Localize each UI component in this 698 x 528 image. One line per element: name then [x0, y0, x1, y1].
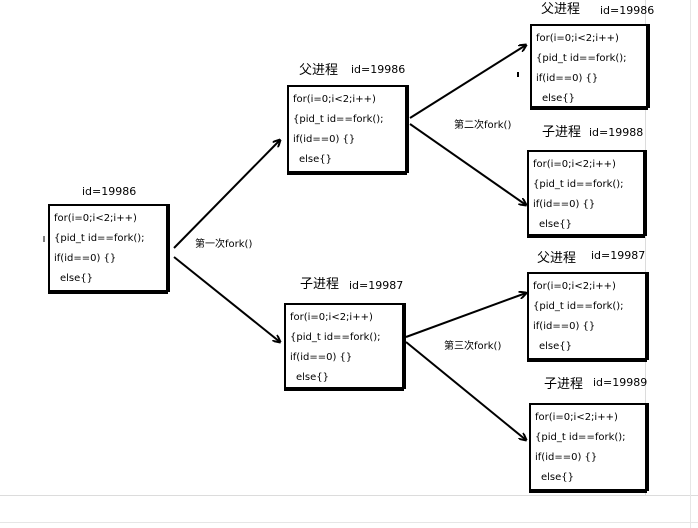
- c1-role-label: 子进程: [300, 277, 340, 292]
- edge-child-to-parent: [405, 293, 526, 338]
- frame-line-horizontal-outer: [0, 522, 698, 523]
- p1-role-label: 父进程: [299, 63, 339, 78]
- p1p-id-label: id=19986: [600, 4, 655, 17]
- code-line: {pid_t id==fork();: [54, 233, 145, 244]
- p1c-process-box: for(i=0;i<2;i++) {pid_t id==fork(); if(i…: [527, 150, 647, 238]
- p1-id-label: id=19986: [351, 63, 406, 76]
- c1p-role-label: 父进程: [537, 251, 577, 266]
- c1c-process-box: for(i=0;i<2;i++) {pid_t id==fork(); if(i…: [529, 403, 649, 493]
- code-line: {pid_t id==fork();: [533, 301, 624, 312]
- c1-id-label: id=19987: [349, 279, 404, 292]
- fork1-label: 第一次fork(): [195, 239, 253, 250]
- code-line: {pid_t id==fork();: [536, 53, 627, 64]
- frame-line-vertical-outer: [690, 0, 691, 528]
- p1p-role-label: 父进程: [541, 2, 581, 17]
- code-line: {pid_t id==fork();: [533, 179, 624, 190]
- fork2-label: 第二次fork(): [454, 120, 512, 131]
- c1-process-box: for(i=0;i<2;i++) {pid_t id==fork(); if(i…: [284, 303, 406, 391]
- fork3-label: 第三次fork(): [444, 341, 502, 352]
- code-line: for(i=0;i<2;i++): [293, 94, 376, 105]
- code-line: if(id==0) {}: [533, 199, 596, 210]
- c1c-id-label: id=19989: [593, 376, 648, 389]
- frame-line-vertical: [645, 0, 646, 495]
- code-line: if(id==0) {}: [290, 352, 353, 363]
- edge-parent-to-parent: [409, 45, 526, 119]
- p1c-id-label: id=19988: [589, 126, 644, 139]
- code-line: {pid_t id==fork();: [535, 432, 626, 443]
- p1-process-box: for(i=0;i<2;i++) {pid_t id==fork(); if(i…: [287, 85, 409, 175]
- code-line: {pid_t id==fork();: [293, 114, 384, 125]
- code-line: else{}: [60, 273, 94, 284]
- edge-parent-to-child: [409, 123, 526, 205]
- root-process-box: for(i=0;i<2;i++) {pid_t id==fork(); if(i…: [48, 204, 170, 294]
- code-line: for(i=0;i<2;i++): [533, 281, 616, 292]
- code-line: else{}: [296, 372, 330, 383]
- code-line: if(id==0) {}: [535, 452, 598, 463]
- code-line: else{}: [539, 341, 573, 352]
- code-line: for(i=0;i<2;i++): [535, 412, 618, 423]
- code-line: for(i=0;i<2;i++): [533, 159, 616, 170]
- code-line: if(id==0) {}: [536, 73, 599, 84]
- p1p-process-box: for(i=0;i<2;i++) {pid_t id==fork(); if(i…: [530, 24, 650, 110]
- code-line: {pid_t id==fork();: [290, 332, 381, 343]
- code-line: for(i=0;i<2;i++): [536, 33, 619, 44]
- c1p-id-label: id=19987: [591, 249, 646, 262]
- frame-line-horizontal: [0, 495, 698, 496]
- code-line: else{}: [299, 154, 333, 165]
- code-line: else{}: [542, 93, 576, 104]
- code-line: if(id==0) {}: [533, 321, 596, 332]
- edge-child-to-child: [405, 341, 526, 440]
- c1p-process-box: for(i=0;i<2;i++) {pid_t id==fork(); if(i…: [527, 272, 649, 362]
- code-line: else{}: [541, 472, 575, 483]
- p1c-role-label: 子进程: [542, 125, 582, 140]
- code-line: for(i=0;i<2;i++): [290, 312, 373, 323]
- code-line: if(id==0) {}: [293, 134, 356, 145]
- code-line: else{}: [539, 219, 573, 230]
- c1c-role-label: 子进程: [544, 377, 584, 392]
- code-line: for(i=0;i<2;i++): [54, 213, 137, 224]
- code-line: if(id==0) {}: [54, 253, 117, 264]
- root-id-label: id=19986: [82, 185, 137, 198]
- edge-root-to-parent: [173, 140, 280, 249]
- edge-root-to-child: [173, 256, 280, 342]
